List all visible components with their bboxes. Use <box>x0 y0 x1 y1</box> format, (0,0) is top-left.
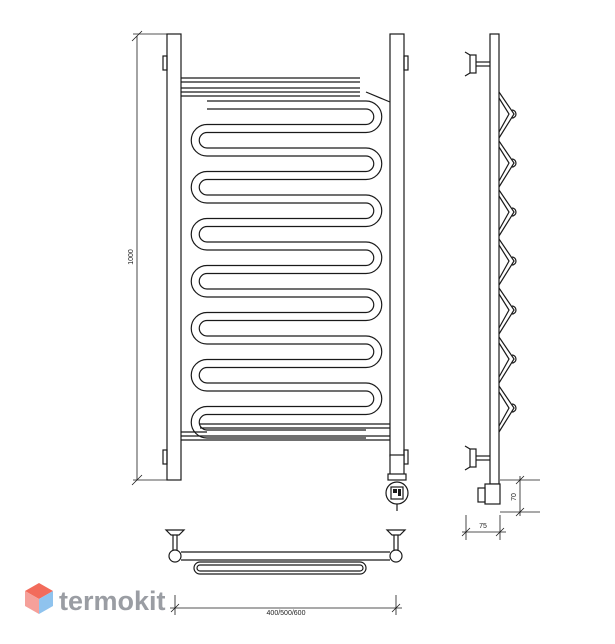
tube-bend <box>365 108 375 126</box>
top-view-left-bracket <box>164 529 186 563</box>
side-post <box>489 33 500 485</box>
height-dimension: 1000 <box>128 30 167 486</box>
zigzag-tube-outer <box>498 336 515 384</box>
right-post <box>389 33 405 457</box>
width-dimension: 400/500/600 <box>170 595 402 617</box>
depth-dimension-label: 75 <box>479 523 487 530</box>
zigzag-tube-outer <box>498 140 515 188</box>
tube-bend <box>365 343 375 361</box>
top-view: 400/500/600 <box>164 529 407 617</box>
side-connector <box>477 483 501 505</box>
tube-bend <box>190 170 208 204</box>
cube-icon <box>25 583 53 614</box>
zigzag-tube-inner <box>498 391 510 427</box>
zigzag-tube-outer <box>498 189 515 237</box>
tube-bend <box>190 405 208 439</box>
tube-connector <box>365 91 391 103</box>
serpentine-tube <box>181 87 391 439</box>
zigzag-tube-inner <box>498 342 510 378</box>
side-view: 70 75 <box>461 33 540 540</box>
tube-bend <box>198 131 208 149</box>
tube-bend <box>190 311 208 345</box>
brand-name: termokit <box>59 586 166 616</box>
tube-bend <box>198 413 208 431</box>
zigzag-bend <box>511 403 517 413</box>
zigzag-tube-inner <box>498 244 510 280</box>
tube-bend <box>198 366 208 384</box>
tube-bend <box>365 296 375 314</box>
tube-bend <box>190 264 208 298</box>
zigzag-bend <box>511 207 517 217</box>
zigzag-bend <box>511 256 517 266</box>
zigzag-tube-inner <box>498 195 510 231</box>
tube-bend <box>365 382 383 416</box>
zigzag-tube-inner <box>498 146 510 182</box>
zigzag-tube-outer <box>498 238 515 286</box>
connector-height-dimension: 70 <box>500 475 540 517</box>
side-zigzag-tubes <box>498 91 517 433</box>
tube-bend <box>365 249 375 267</box>
tube-bend <box>198 225 208 243</box>
wall-mount-brackets <box>162 55 409 465</box>
heating-element <box>385 454 409 511</box>
zigzag-tube-inner <box>498 293 510 329</box>
height-dimension-label: 1000 <box>128 249 135 265</box>
depth-dimension: 75 <box>461 515 506 540</box>
front-view: 1000 <box>128 30 409 511</box>
tube-bend <box>365 390 375 408</box>
tube-bend <box>365 194 383 228</box>
tube-bend <box>365 100 383 134</box>
brand-logo: termokit <box>25 583 166 616</box>
tube-bend <box>190 358 208 392</box>
width-dimension-label: 400/500/600 <box>267 610 306 617</box>
zigzag-tube-outer <box>498 91 515 139</box>
tube-bend <box>198 272 208 290</box>
zigzag-bend <box>511 109 517 119</box>
zigzag-tube-inner <box>498 97 510 133</box>
zigzag-bend <box>511 354 517 364</box>
tube-bend <box>198 319 208 337</box>
side-bottom-bracket <box>464 445 490 471</box>
zigzag-bend <box>511 158 517 168</box>
tube-bend <box>198 178 208 196</box>
zigzag-tube-outer <box>498 385 515 433</box>
tube-bend <box>365 155 375 173</box>
left-post <box>166 33 182 481</box>
tube-bend <box>190 217 208 251</box>
top-view-loop <box>181 551 390 575</box>
tube-bend <box>365 288 383 322</box>
zigzag-tube-outer <box>498 287 515 335</box>
tube-bend <box>365 202 375 220</box>
top-rail <box>181 77 360 97</box>
tube-bend <box>190 123 208 157</box>
side-top-bracket <box>464 51 490 77</box>
tube-bend <box>365 241 383 275</box>
tube-bend <box>365 335 383 369</box>
tube-bend <box>365 147 383 181</box>
top-view-right-bracket <box>385 529 407 563</box>
connector-height-label: 70 <box>511 493 518 501</box>
zigzag-bend <box>511 305 517 315</box>
bottom-rail <box>181 423 390 441</box>
